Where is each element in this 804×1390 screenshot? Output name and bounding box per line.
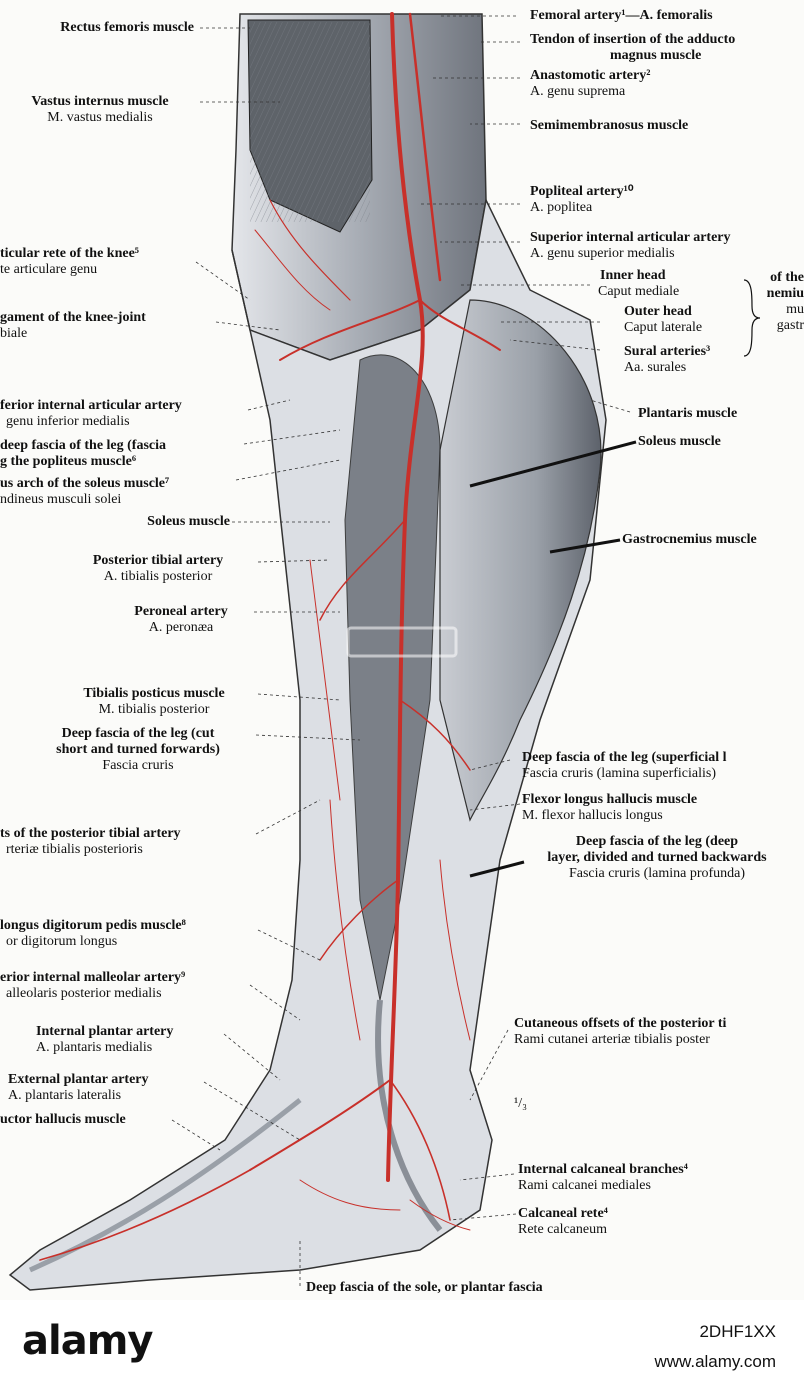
label-superior-articular: Superior internal articular artery A. ge… [530, 230, 731, 261]
label-offsets-posterior-tibial: ts of the posterior tibial artery rteriæ… [0, 826, 181, 857]
label-external-plantar: External plantar artery A. plantaris lat… [8, 1072, 149, 1103]
label-flexor-hallucis: Flexor longus hallucis muscle M. flexor … [522, 792, 698, 823]
label-deep-fascia-popliteus: deep fascia of the leg (fascia g the pop… [0, 438, 167, 469]
deep-layer [344, 354, 441, 1001]
label-sural-arteries: Sural arteries³ Aa. surales [624, 344, 711, 375]
label-adductor-tendon: Tendon of insertion of the adducto magnu… [530, 32, 736, 63]
label-popliteal-artery: Popliteal artery¹⁰ A. poplitea [530, 184, 634, 215]
label-plantaris: Plantaris muscle [638, 406, 738, 421]
pointer-lines [469, 440, 637, 878]
label-deep-fascia-cut: Deep fascia of the leg (cut short and tu… [56, 726, 220, 773]
label-peroneal: Peroneal artery A. peronæa [134, 604, 228, 635]
label-soleus-left: Soleus muscle [147, 514, 230, 529]
watermark-bar [0, 1300, 804, 1390]
label-plantar-fascia: Deep fascia of the sole, or plantar fasc… [306, 1280, 543, 1295]
label-posterior-malleolar: erior internal malleolar artery⁹ alleola… [0, 970, 186, 1001]
label-flexor-digitorum: longus digitorum pedis muscle⁸ or digito… [0, 918, 186, 949]
label-anastomotic-artery: Anastomotic artery² A. genu suprema [530, 68, 651, 99]
label-soleus-right: Soleus muscle [638, 434, 721, 449]
label-rectus-femoris: Rectus femoris muscle [60, 20, 194, 35]
label-femoral-artery: Femoral artery¹—A. femoralis [530, 8, 713, 23]
label-vastus-internus: Vastus internus muscle M. vastus mediali… [31, 94, 169, 125]
label-cutaneous-offsets: Cutaneous offsets of the posterior ti Ra… [514, 1016, 727, 1047]
label-gastrocnemius: Gastrocnemius muscle [622, 532, 757, 547]
artery-tree [39, 12, 501, 1261]
label-outer-head: Outer head Caput laterale [624, 304, 703, 335]
image-id: 2DHF1XX [699, 1322, 776, 1341]
leader-lines [171, 15, 631, 1286]
label-semimembranosus: Semimembranosus muscle [530, 118, 689, 133]
label-ligament: gament of the knee-joint biale [0, 310, 146, 341]
label-gastrocnemius-heads: of the nemiu mu gastr [766, 270, 804, 333]
alamy-logo: alamy [22, 1318, 153, 1364]
label-tendinous-arch: us arch of the soleus muscle⁷ ndineus mu… [0, 476, 170, 507]
gastrocnemius [439, 299, 602, 822]
label-inferior-articular: ferior internal articular artery genu in… [0, 398, 182, 429]
label-posterior-tibial: Posterior tibial artery A. tibialis post… [92, 553, 224, 584]
heads-bracket [743, 279, 761, 357]
watermark-overlay-icon [346, 626, 458, 658]
label-calcaneal-rete: Calcaneal rete⁴ Rete calcaneum [518, 1206, 608, 1237]
label-scale: ¹/₃ [514, 1096, 527, 1111]
anatomy-plate: Rectus femoris muscle Vastus internus mu… [0, 8, 804, 1295]
label-abductor-hallucis: uctor hallucis muscle [0, 1112, 126, 1127]
label-internal-plantar: Internal plantar artery A. plantaris med… [36, 1024, 174, 1055]
site-url: www.alamy.com [654, 1352, 776, 1371]
label-articular-rete: ticular rete of the knee⁵ te articulare … [0, 246, 139, 277]
label-deep-fascia-superficial: Deep fascia of the leg (superficial l Fa… [522, 750, 727, 781]
label-inner-head: Inner head Caput mediale [598, 268, 680, 299]
label-calcaneal-branches: Internal calcaneal branches⁴ Rami calcan… [518, 1162, 688, 1193]
label-tibialis-posticus: Tibialis posticus muscle M. tibialis pos… [83, 686, 225, 717]
label-deep-fascia-deep: Deep fascia of the leg (deep layer, divi… [547, 834, 767, 881]
leg-illustration [8, 12, 761, 1291]
